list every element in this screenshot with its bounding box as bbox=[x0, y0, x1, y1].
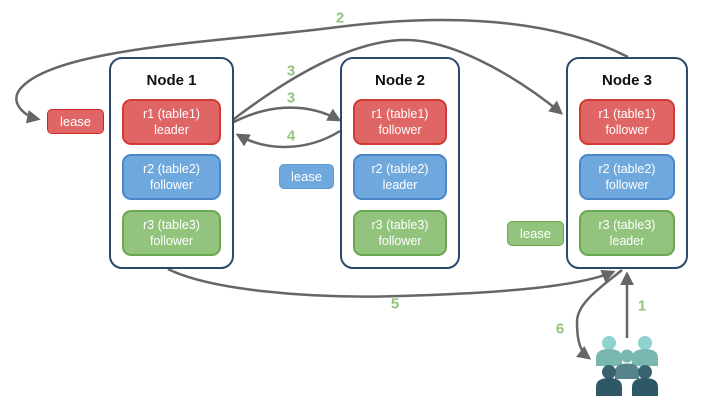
replica-name: r1 (table1) bbox=[598, 106, 656, 121]
arrow-step3-node1-to-node3 bbox=[229, 38, 564, 123]
replica-role: leader bbox=[382, 178, 418, 192]
node-1-box: Node 1 r1 (table1) leader r2 (table2) fo… bbox=[109, 57, 234, 269]
replica-role: follower bbox=[378, 123, 422, 137]
replica-role: follower bbox=[149, 234, 194, 248]
node-3-box: Node 3 r1 (table1) follower r2 (table2) … bbox=[566, 57, 688, 269]
node3-replica-r3: r3 (table3) leader bbox=[579, 210, 675, 256]
arrow-step5-node1-to-node3 bbox=[167, 267, 616, 298]
step-label-2: 2 bbox=[335, 9, 345, 27]
arrow-step3-node1-to-node2 bbox=[229, 106, 342, 126]
replica-name: r2 (table2) bbox=[371, 161, 429, 176]
node-2-box: Node 2 r1 (table1) follower r2 (table2) … bbox=[340, 57, 460, 269]
replica-role: leader bbox=[154, 123, 189, 137]
lease-badge-table1: lease bbox=[47, 109, 104, 134]
arrow-step2-node3-to-lease1 bbox=[15, 18, 629, 124]
replica-name: r2 (table2) bbox=[143, 161, 200, 176]
replica-role: follower bbox=[605, 178, 649, 192]
node1-replica-r3: r3 (table3) follower bbox=[122, 210, 221, 256]
node1-replica-r1: r1 (table1) leader bbox=[122, 99, 221, 145]
step-label-5: 5 bbox=[390, 295, 400, 313]
node2-replica-r1: r1 (table1) follower bbox=[353, 99, 447, 145]
node-3-title: Node 3 bbox=[601, 72, 652, 89]
replica-role: follower bbox=[605, 123, 649, 137]
step-label-4: 4 bbox=[286, 127, 296, 145]
arrow-step4-node2-to-node1 bbox=[235, 129, 341, 149]
replica-role: follower bbox=[378, 234, 422, 248]
node3-replica-r2: r2 (table2) follower bbox=[579, 154, 675, 200]
replica-role: leader bbox=[609, 234, 645, 248]
node2-replica-r3: r3 (table3) follower bbox=[353, 210, 447, 256]
node-1-title: Node 1 bbox=[146, 72, 197, 89]
step-label-1: 1 bbox=[637, 297, 647, 315]
node2-replica-r2: r2 (table2) leader bbox=[353, 154, 447, 200]
lease-badge-table3: lease bbox=[507, 221, 564, 246]
lease-badge-table2: lease bbox=[279, 164, 334, 189]
users-group-icon bbox=[596, 336, 658, 396]
replica-name: r1 (table1) bbox=[371, 106, 429, 121]
arrow-step6-node3-to-users bbox=[575, 269, 623, 360]
step-label-6: 6 bbox=[555, 320, 565, 338]
replica-role: follower bbox=[149, 178, 194, 192]
step-label-3a: 3 bbox=[286, 62, 296, 80]
replica-name: r1 (table1) bbox=[143, 106, 200, 121]
node1-replica-r2: r2 (table2) follower bbox=[122, 154, 221, 200]
replica-name: r3 (table3) bbox=[371, 217, 429, 232]
replica-name: r3 (table3) bbox=[143, 217, 200, 232]
replica-name: r2 (table2) bbox=[598, 161, 656, 176]
node-2-title: Node 2 bbox=[374, 72, 425, 89]
replica-name: r3 (table3) bbox=[598, 217, 656, 232]
step-label-3b: 3 bbox=[286, 89, 296, 107]
node3-replica-r1: r1 (table1) follower bbox=[579, 99, 675, 145]
